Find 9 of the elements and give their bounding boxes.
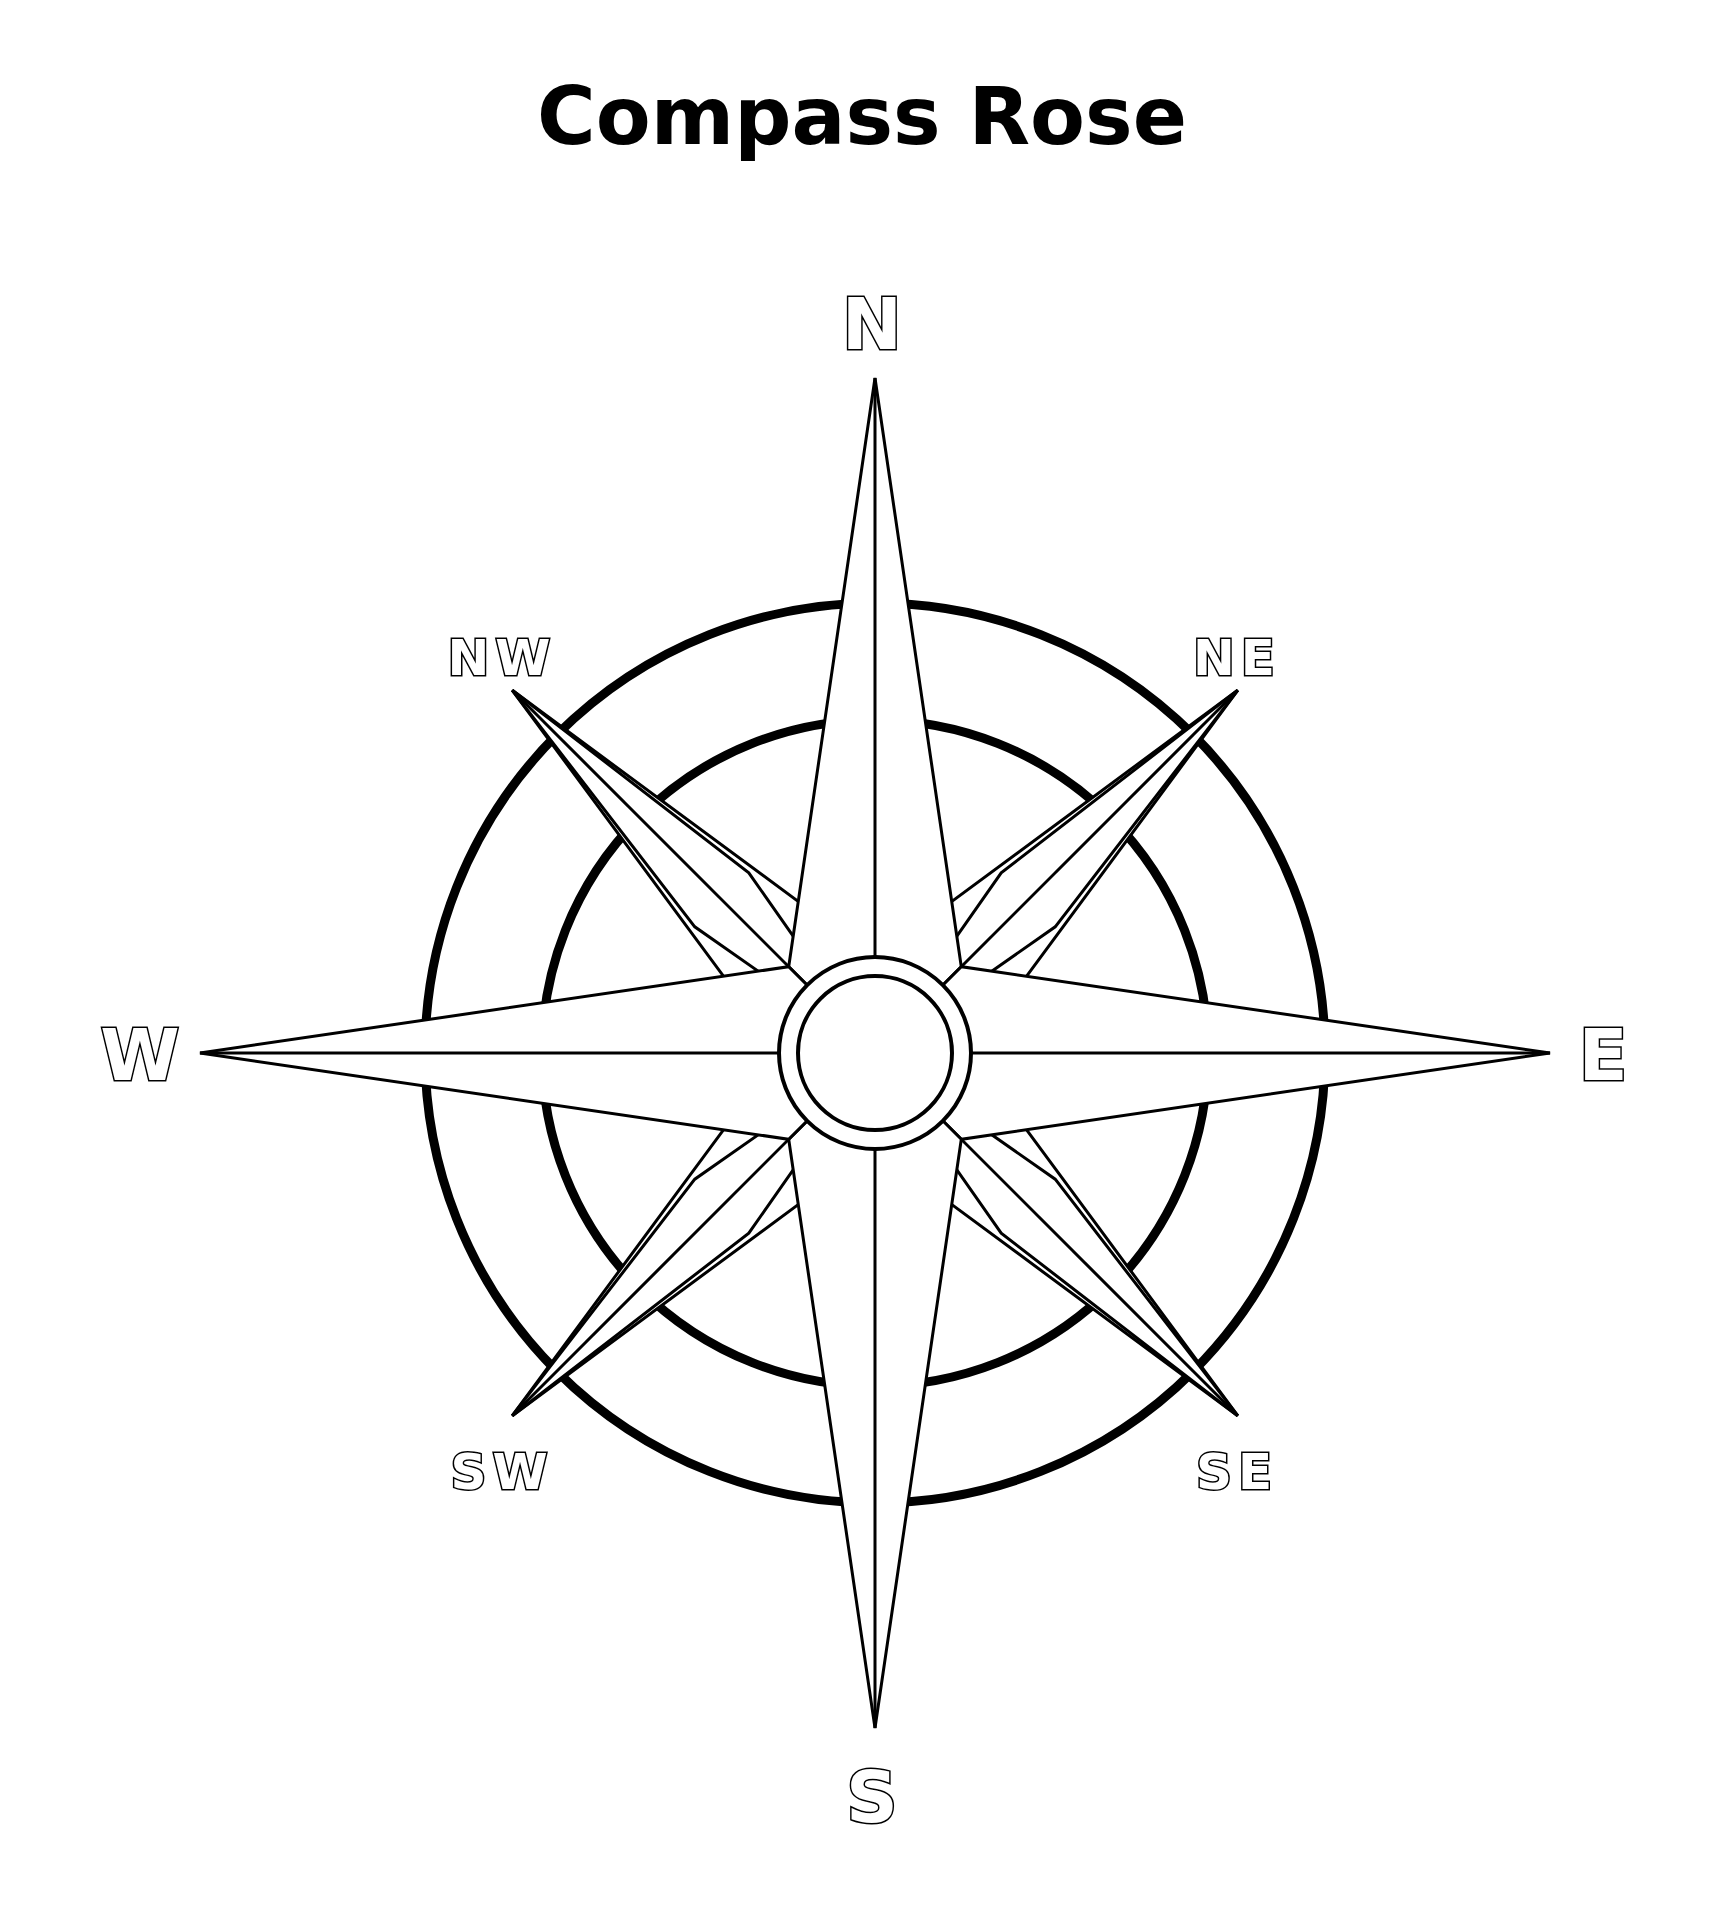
- direction-label: NE: [1193, 629, 1281, 687]
- direction-label: E: [1578, 1013, 1634, 1097]
- title: Compass Rose: [536, 70, 1188, 163]
- direction-label: W: [100, 1013, 186, 1097]
- direction-label: SW: [450, 1443, 554, 1501]
- direction-label: N: [841, 282, 909, 366]
- direction-label: S: [846, 1755, 904, 1839]
- direction-label: NW: [447, 629, 557, 687]
- direction-label: SE: [1195, 1443, 1279, 1501]
